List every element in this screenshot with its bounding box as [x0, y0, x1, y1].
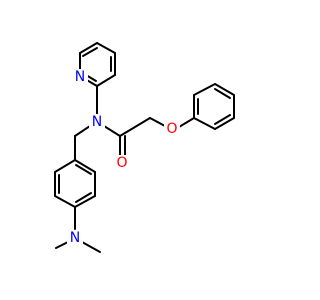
pyridine-nitrogen-atom: N [72, 69, 88, 85]
bond [178, 117, 195, 128]
bond [96, 42, 116, 54]
bond [96, 74, 116, 87]
atom-label: O [166, 121, 177, 137]
atom-labels: N N O O N [67, 69, 180, 246]
atom-label: N [92, 114, 102, 130]
ether-oxygen-atom: O [164, 121, 180, 137]
bond [119, 117, 151, 137]
bond [149, 117, 166, 127]
bond [214, 114, 231, 125]
bond [74, 159, 96, 173]
bond [74, 125, 91, 137]
carbonyl-oxygen-atom: O [114, 155, 130, 171]
dimethylamino-nitrogen-atom: N [67, 230, 83, 246]
bond-lines [54, 42, 235, 253]
bond [54, 159, 76, 173]
bond [75, 164, 92, 175]
amide-nitrogen-atom: N [89, 114, 105, 130]
atom-label: N [75, 69, 85, 85]
atom-label: O [116, 155, 127, 171]
atom-label: N [70, 230, 80, 246]
bond [54, 195, 76, 208]
bond [214, 117, 235, 130]
bond [74, 195, 96, 208]
molecule-structure-diagram: N N O O N [54, 42, 235, 253]
bond [82, 47, 98, 57]
bond [193, 117, 216, 130]
bond [55, 241, 69, 249]
bond [81, 241, 101, 253]
bond [103, 125, 121, 137]
bond [75, 192, 92, 203]
bond [214, 88, 231, 99]
bond [193, 83, 216, 96]
bond [79, 42, 98, 54]
bond [214, 83, 235, 96]
